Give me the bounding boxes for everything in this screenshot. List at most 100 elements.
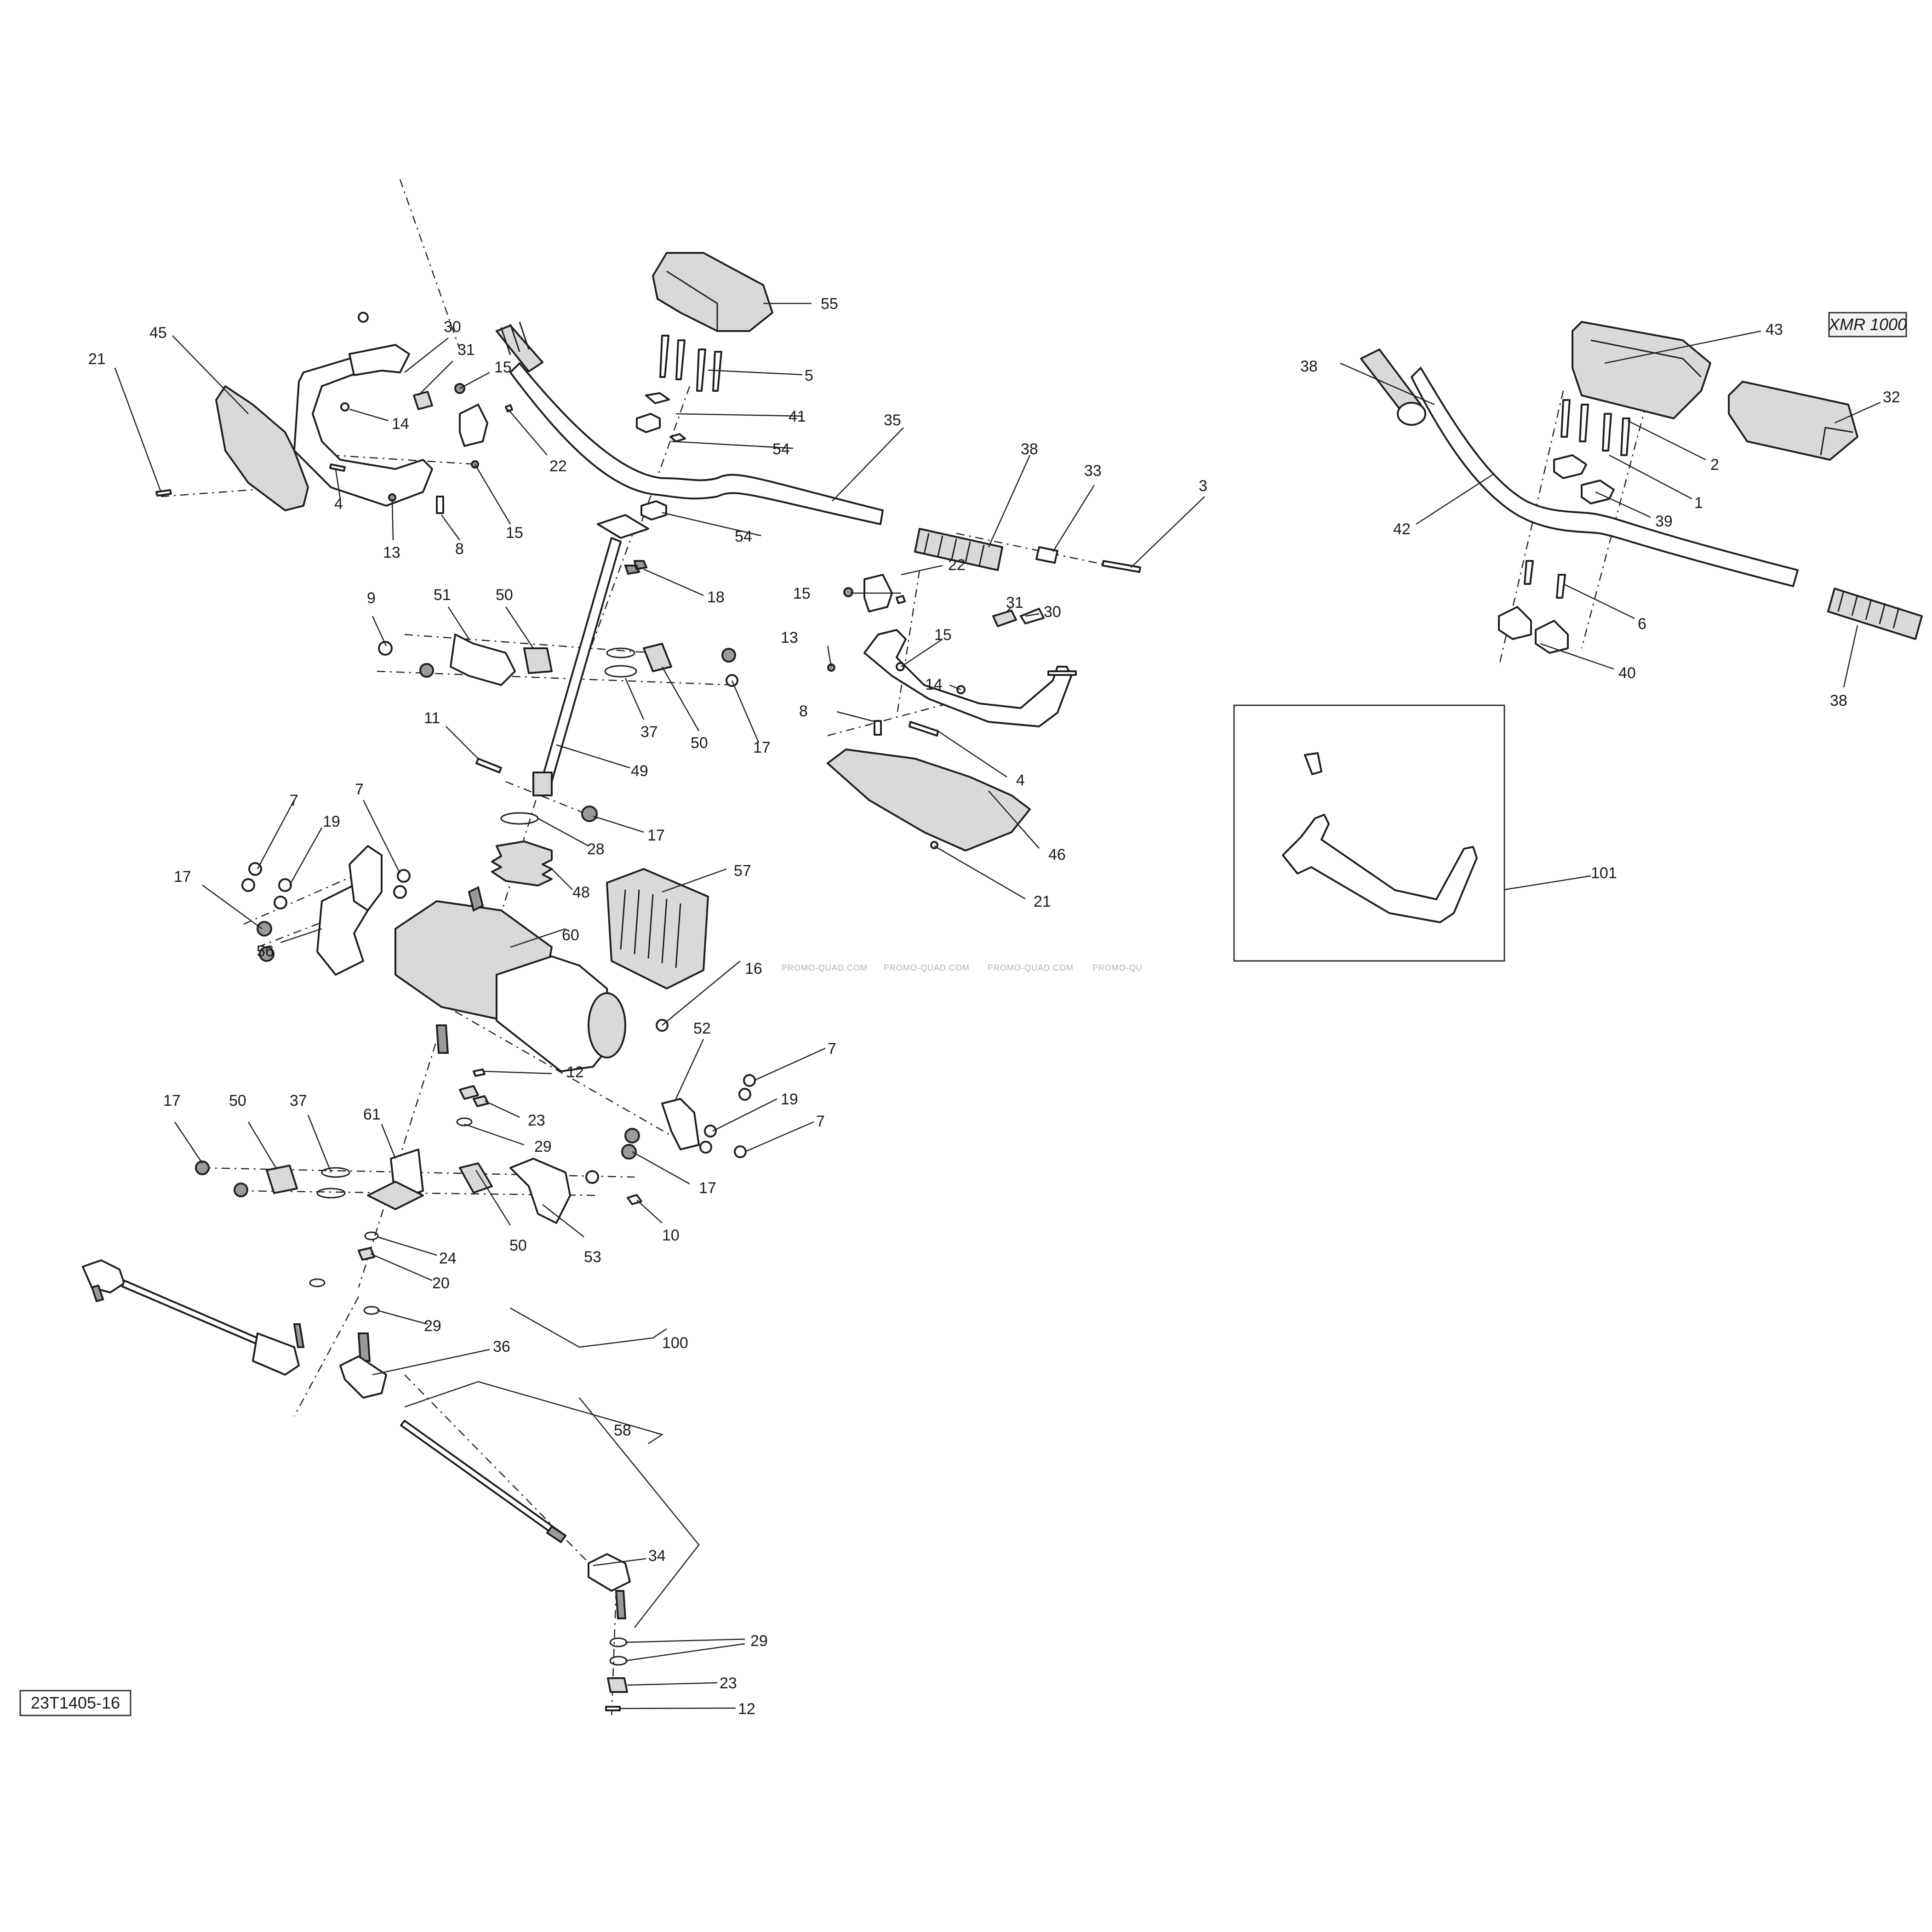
callout-7-left: 7 xyxy=(290,792,298,809)
screw-8-left-part xyxy=(436,496,444,514)
callout-17-upper: 17 xyxy=(753,739,771,756)
bolt-11-part xyxy=(475,758,502,773)
callout-31-right: 31 xyxy=(1006,594,1023,612)
callout-6: 6 xyxy=(1638,615,1646,633)
bushing-50-upper-left-part xyxy=(523,647,553,674)
tie-rod-left-part xyxy=(82,1259,305,1376)
callout-15-left-lower: 15 xyxy=(506,524,523,542)
callout-35: 35 xyxy=(884,412,901,429)
callout-61: 61 xyxy=(363,1106,381,1123)
watermark-text-4: PROMO-QU xyxy=(1092,963,1143,972)
grip-38-xmr-left-part xyxy=(1360,349,1426,426)
bracket-56-part xyxy=(316,845,383,976)
screw-21-left-part xyxy=(155,489,172,497)
callout-23-upper: 23 xyxy=(528,1112,545,1129)
callout-17-lower: 17 xyxy=(163,1092,181,1109)
callout-15-right-lower: 15 xyxy=(934,626,952,644)
callout-55: 55 xyxy=(821,295,838,313)
lower-shaft-61-part xyxy=(367,1149,424,1210)
callout-31-left: 31 xyxy=(457,341,475,359)
nut-17-lower-part xyxy=(195,1160,210,1175)
ring-28-part xyxy=(500,812,539,825)
nut-17-left-part xyxy=(257,921,272,937)
callout-38-xmr-right: 38 xyxy=(1830,692,1847,709)
model-badge: XMR 1000 xyxy=(1828,312,1907,337)
callout-46: 46 xyxy=(1048,846,1066,863)
callout-7-52-lower: 7 xyxy=(816,1113,825,1130)
watermark: PROMO-QUAD.COM PROMO-QUAD.COM PROMO-QUAD… xyxy=(782,963,1143,972)
nut-15-right-part xyxy=(843,587,853,597)
nut-17-left2-part xyxy=(259,946,274,962)
nut-left-part xyxy=(419,663,434,678)
callout-54-upper: 54 xyxy=(772,440,790,458)
power-steering-unit-60-part xyxy=(394,886,626,1072)
o-ring-37-upper-part xyxy=(604,665,637,678)
callout-13-right: 13 xyxy=(781,629,798,646)
callout-7-52-upper: 7 xyxy=(828,1040,836,1057)
callout-19-left: 19 xyxy=(323,813,340,830)
tie-rod-58-part xyxy=(400,1420,567,1543)
bolt-7-52b-part xyxy=(738,1088,751,1101)
nut-17-52b-part xyxy=(621,1144,637,1160)
bushing-50-lower-right-part xyxy=(459,1162,493,1194)
callout-12-upper: 12 xyxy=(566,1063,584,1081)
screw-4-right-part xyxy=(909,721,939,737)
o-ring-upper-part xyxy=(606,647,635,658)
bolts-5-part xyxy=(659,335,722,392)
callout-53: 53 xyxy=(584,1248,601,1266)
handlebar-left-grip-part xyxy=(496,321,543,372)
callout-13-left: 13 xyxy=(383,544,400,561)
callout-23-bottom: 23 xyxy=(720,1675,737,1692)
bolt-7-52-part xyxy=(743,1074,756,1087)
callout-17-left: 17 xyxy=(174,868,191,886)
callout-labels: 55 5 41 54 35 54 38 33 3 18 30 31 15 45 … xyxy=(88,295,1900,1718)
callout-50-lower-right: 50 xyxy=(509,1237,527,1254)
shim-41-part xyxy=(645,392,670,404)
nut-17-column-part xyxy=(581,806,598,822)
washer-19-left-part xyxy=(278,878,292,892)
clip-10-part xyxy=(627,1194,642,1205)
callout-37-upper: 37 xyxy=(640,723,658,741)
bolt-30-right-part xyxy=(1047,670,1077,676)
bushing-50-lower-left-part xyxy=(266,1165,298,1194)
callout-58: 58 xyxy=(614,1422,631,1439)
callout-18: 18 xyxy=(707,589,725,606)
bar-end-33-part xyxy=(1035,546,1058,564)
callout-7-left-2: 7 xyxy=(355,781,364,798)
callout-50-lower-left: 50 xyxy=(229,1092,246,1109)
callout-34: 34 xyxy=(648,1547,666,1565)
nut-23-upper-part xyxy=(459,1085,489,1107)
callout-38-center: 38 xyxy=(1021,440,1038,458)
bolts-2-part xyxy=(1560,399,1630,456)
clamp-39b-part xyxy=(1581,480,1615,504)
boot-48-part xyxy=(491,840,553,886)
callout-21-right: 21 xyxy=(1034,893,1051,910)
callout-60: 60 xyxy=(562,926,579,944)
hand-guard-shield-45-part xyxy=(215,385,309,511)
callout-29-mid: 29 xyxy=(424,1317,441,1335)
callout-29-bottom: 29 xyxy=(750,1632,768,1650)
o-ring-37-lower-part xyxy=(321,1167,350,1178)
model-badge-text: XMR 1000 xyxy=(1828,315,1907,334)
callout-30-right: 30 xyxy=(1044,603,1061,621)
callout-54-lower: 54 xyxy=(735,528,752,545)
handlebar-cover-55-part xyxy=(652,252,773,332)
callout-16: 16 xyxy=(745,960,762,977)
pin-12-bottom-part xyxy=(605,1706,621,1711)
clamp-upper-54-part xyxy=(636,413,661,433)
callout-10: 10 xyxy=(662,1227,680,1244)
cover-43-part xyxy=(1572,321,1711,419)
callout-33: 33 xyxy=(1084,462,1102,480)
hand-guard-shield-46-part xyxy=(827,749,1031,852)
callout-14-left: 14 xyxy=(392,415,409,433)
callout-29-upper: 29 xyxy=(534,1138,552,1155)
cover-32-part xyxy=(1728,381,1858,461)
washer-29-bottom-a-part xyxy=(609,1637,628,1647)
washer-19-52-part xyxy=(704,1125,717,1137)
spacer-31-part xyxy=(413,391,433,410)
hand-guard-bracket-right-part xyxy=(863,629,1072,727)
callout-40: 40 xyxy=(1618,664,1636,682)
tie-rod-end-34-part xyxy=(588,1553,631,1619)
callout-2: 2 xyxy=(1710,456,1719,474)
callout-21-left: 21 xyxy=(88,350,106,368)
